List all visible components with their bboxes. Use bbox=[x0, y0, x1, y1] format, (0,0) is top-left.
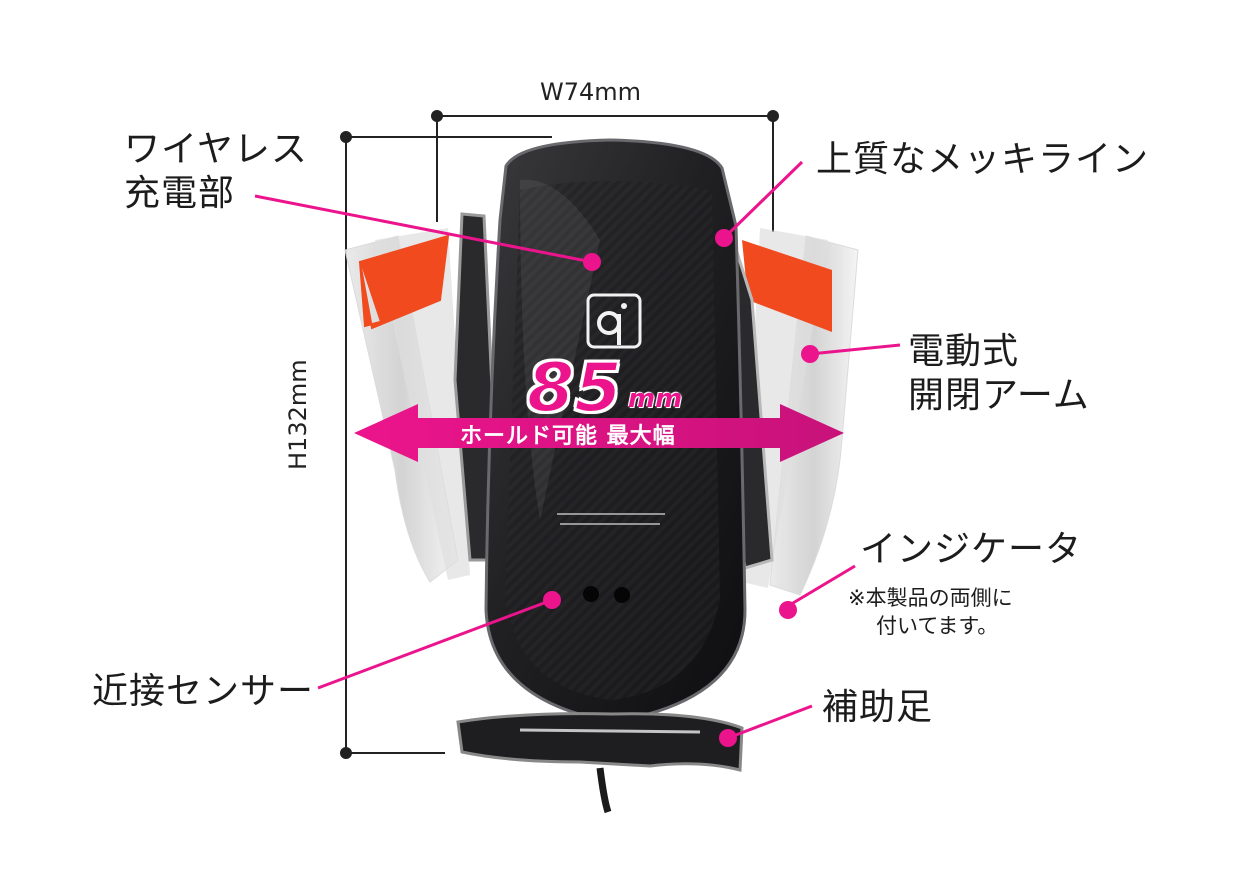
width-dimension-label: W74mm bbox=[540, 78, 642, 106]
callout-electric-arm-line1: 電動式 bbox=[908, 331, 1020, 372]
callout-leaders bbox=[254, 160, 901, 740]
callout-electric-arm: 電動式 開閉アーム bbox=[908, 330, 1090, 418]
callout-electric-arm-line2: 開閉アーム bbox=[908, 375, 1090, 416]
hold-width-unit: mm bbox=[628, 384, 683, 414]
width-dimension-line bbox=[431, 110, 779, 232]
hold-width-caption: ホールド可能 最大幅 bbox=[460, 424, 676, 449]
height-dimension-line bbox=[340, 131, 552, 759]
dot-plating-line bbox=[715, 229, 733, 247]
dot-electric-arm bbox=[801, 345, 819, 363]
hold-width-value: 85 bbox=[526, 349, 623, 428]
callout-proximity-sensor: 近接センサー bbox=[92, 671, 315, 712]
dot-support-foot bbox=[719, 729, 737, 747]
callout-indicator: インジケータ bbox=[860, 529, 1083, 570]
dot-wireless-charging bbox=[583, 253, 601, 271]
dot-proximity-sensor bbox=[543, 591, 561, 609]
hold-width-arrow bbox=[354, 404, 844, 462]
arm-motion-arrow-right-icon bbox=[742, 240, 832, 332]
dot-indicator bbox=[779, 601, 797, 619]
sensor-hole-left bbox=[583, 586, 599, 602]
callout-support-foot: 補助足 bbox=[822, 687, 934, 728]
height-dimension-label: H132mm bbox=[284, 359, 312, 470]
support-foot-base bbox=[456, 712, 744, 814]
callout-wireless-charging: ワイヤレス 充電部 bbox=[124, 128, 308, 216]
callout-indicator-note-line2: 付いてます。 bbox=[876, 614, 999, 638]
callout-indicator-note-line1: ※本製品の両側に bbox=[848, 586, 1013, 610]
callout-plating-line: 上質なメッキライン bbox=[816, 139, 1150, 180]
qi-logo-icon bbox=[586, 293, 642, 349]
callout-indicator-note: ※本製品の両側に 付いてます。 bbox=[848, 584, 1013, 640]
callout-wireless-charging-line2: 充電部 bbox=[124, 173, 236, 214]
wireless-charging-print-icon bbox=[557, 513, 665, 525]
callout-wireless-charging-line1: ワイヤレス bbox=[124, 129, 308, 170]
arm-motion-arrow-left-icon bbox=[358, 234, 450, 330]
sensor-hole-right bbox=[614, 587, 630, 603]
